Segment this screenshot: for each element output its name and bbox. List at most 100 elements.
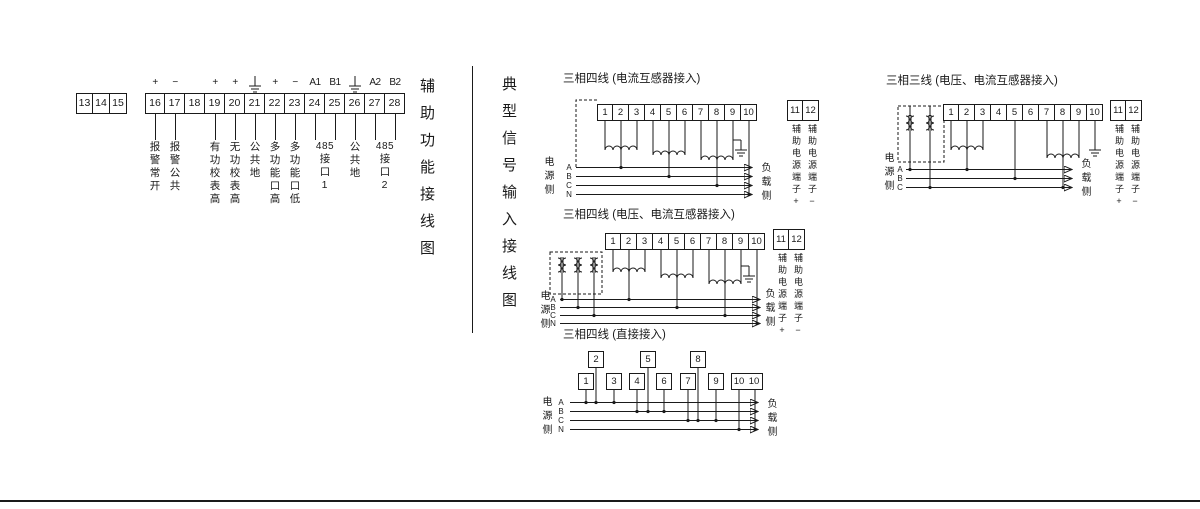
- terminal-box: 5: [669, 233, 685, 250]
- phase-label: N: [550, 318, 556, 328]
- terminal-box: 11: [1110, 100, 1126, 121]
- phase-label: B: [558, 407, 564, 416]
- terminal-box: 25: [325, 93, 345, 114]
- terminal-box: 8: [690, 351, 706, 368]
- section-divider: [472, 66, 473, 333]
- d4-title: 三相四线 (直接接入): [563, 329, 666, 341]
- wire-tick: [254, 114, 256, 140]
- terminal-box: 22: [265, 93, 285, 114]
- terminal-box: 6: [656, 373, 672, 390]
- rs485-port1-label: 485 接口1: [305, 141, 345, 199]
- terminal-box: 10: [746, 373, 763, 390]
- aux-col-17: − 17 报警公共: [165, 74, 185, 206]
- d3-title: 三相四线 (电压、电流互感器接入): [563, 209, 735, 221]
- phase-label: A: [558, 398, 564, 407]
- d1-source-side-label: 电源侧: [542, 156, 553, 198]
- phase-label: C: [558, 416, 564, 425]
- terminal-box: 12: [1126, 100, 1142, 121]
- d2-source-side-label: 电源侧: [882, 152, 893, 194]
- terminal-box: 9: [708, 373, 724, 390]
- page-bottom-rule: [0, 500, 1200, 502]
- terminal-box: 8: [709, 104, 725, 121]
- terminal-function-label: 有功校表高: [208, 141, 221, 206]
- terminal-box: 17: [165, 93, 185, 114]
- d4-load-side-label: 负载侧: [765, 398, 776, 440]
- signal-section-title: 典型信号输入接线图: [500, 76, 517, 319]
- terminal-box: 27: [365, 93, 385, 114]
- d3-load-side-label: 负载侧: [763, 288, 774, 330]
- phase-label: C: [550, 310, 556, 320]
- aux-col-22: + 22 多功能口高: [265, 74, 285, 206]
- aux-col-16: + 16 报警常开: [145, 74, 165, 206]
- terminal-box: 1: [605, 233, 621, 250]
- aux-col-25: B1 25: [325, 74, 345, 206]
- polarity-label: A2: [369, 77, 381, 88]
- terminal-box: 20: [225, 93, 245, 114]
- phase-label: C: [566, 181, 572, 190]
- d1-load-side-label: 负载侧: [759, 162, 770, 204]
- terminal-box: 10: [1087, 104, 1103, 121]
- d1-title: 三相四线 (电流互感器接入): [563, 73, 701, 85]
- terminal-box: 23: [285, 93, 305, 114]
- d1-aux-plus-label: 辅助电源端子+: [791, 124, 801, 209]
- terminal-box: 5: [640, 351, 656, 368]
- aux-col-23: − 23 多功能口低: [285, 74, 305, 206]
- ground-icon: [1088, 139, 1102, 157]
- terminal-box: 16: [145, 93, 165, 114]
- terminal-box: 26: [345, 93, 365, 114]
- terminal-box: 3: [637, 233, 653, 250]
- terminal-box: 3: [975, 104, 991, 121]
- wire-tick: [214, 114, 216, 140]
- terminal-box: 12: [803, 100, 819, 121]
- terminal-box: 7: [680, 373, 696, 390]
- terminal-box: 8: [1055, 104, 1071, 121]
- terminal-box: 2: [613, 104, 629, 121]
- terminal-box: 9: [733, 233, 749, 250]
- terminal-box: 4: [645, 104, 661, 121]
- phase-label: A: [550, 294, 556, 304]
- terminal-box: 28: [385, 93, 405, 114]
- terminal-box: 3: [629, 104, 645, 121]
- terminal-box: 4: [991, 104, 1007, 121]
- d2-aux-plus-label: 辅助电源端子+: [1114, 124, 1124, 209]
- aux-col-28: B2 28: [385, 74, 405, 206]
- rs485-text: 接口2: [378, 153, 391, 194]
- terminal-box: 19: [205, 93, 225, 114]
- d2-wiring: [897, 105, 1102, 189]
- phase-label: B: [550, 302, 556, 312]
- terminal-box: 6: [685, 233, 701, 250]
- polarity-label: +: [232, 77, 238, 88]
- terminal-box: 9: [725, 104, 741, 121]
- wire-tick: [354, 114, 356, 140]
- polarity-label: B1: [329, 77, 341, 88]
- pt-coil: [905, 114, 915, 132]
- polarity-label: +: [272, 77, 278, 88]
- terminal-box: 18: [185, 93, 205, 114]
- polarity-label: −: [172, 77, 178, 88]
- terminal-box: 5: [1007, 104, 1023, 121]
- d1-aux-minus-label: 辅助电源端子−: [807, 124, 817, 209]
- polarity-label: [185, 74, 205, 93]
- terminal-box: 7: [1039, 104, 1055, 121]
- terminal-box: 13: [76, 93, 93, 114]
- polarity-label: B2: [389, 77, 401, 88]
- rs485-text: 接口1: [318, 153, 331, 194]
- terminal-box: 6: [1023, 104, 1039, 121]
- terminal-box: 6: [677, 104, 693, 121]
- wire-tick: [274, 114, 276, 140]
- terminal-box: 21: [245, 93, 265, 114]
- wire-tick: [314, 114, 316, 140]
- pt-coil: [573, 256, 583, 274]
- ground-icon: [345, 74, 365, 93]
- d1-wiring: [575, 99, 752, 196]
- terminal-box: 15: [110, 93, 127, 114]
- terminal-box: 4: [629, 373, 645, 390]
- terminal-box: 1: [578, 373, 594, 390]
